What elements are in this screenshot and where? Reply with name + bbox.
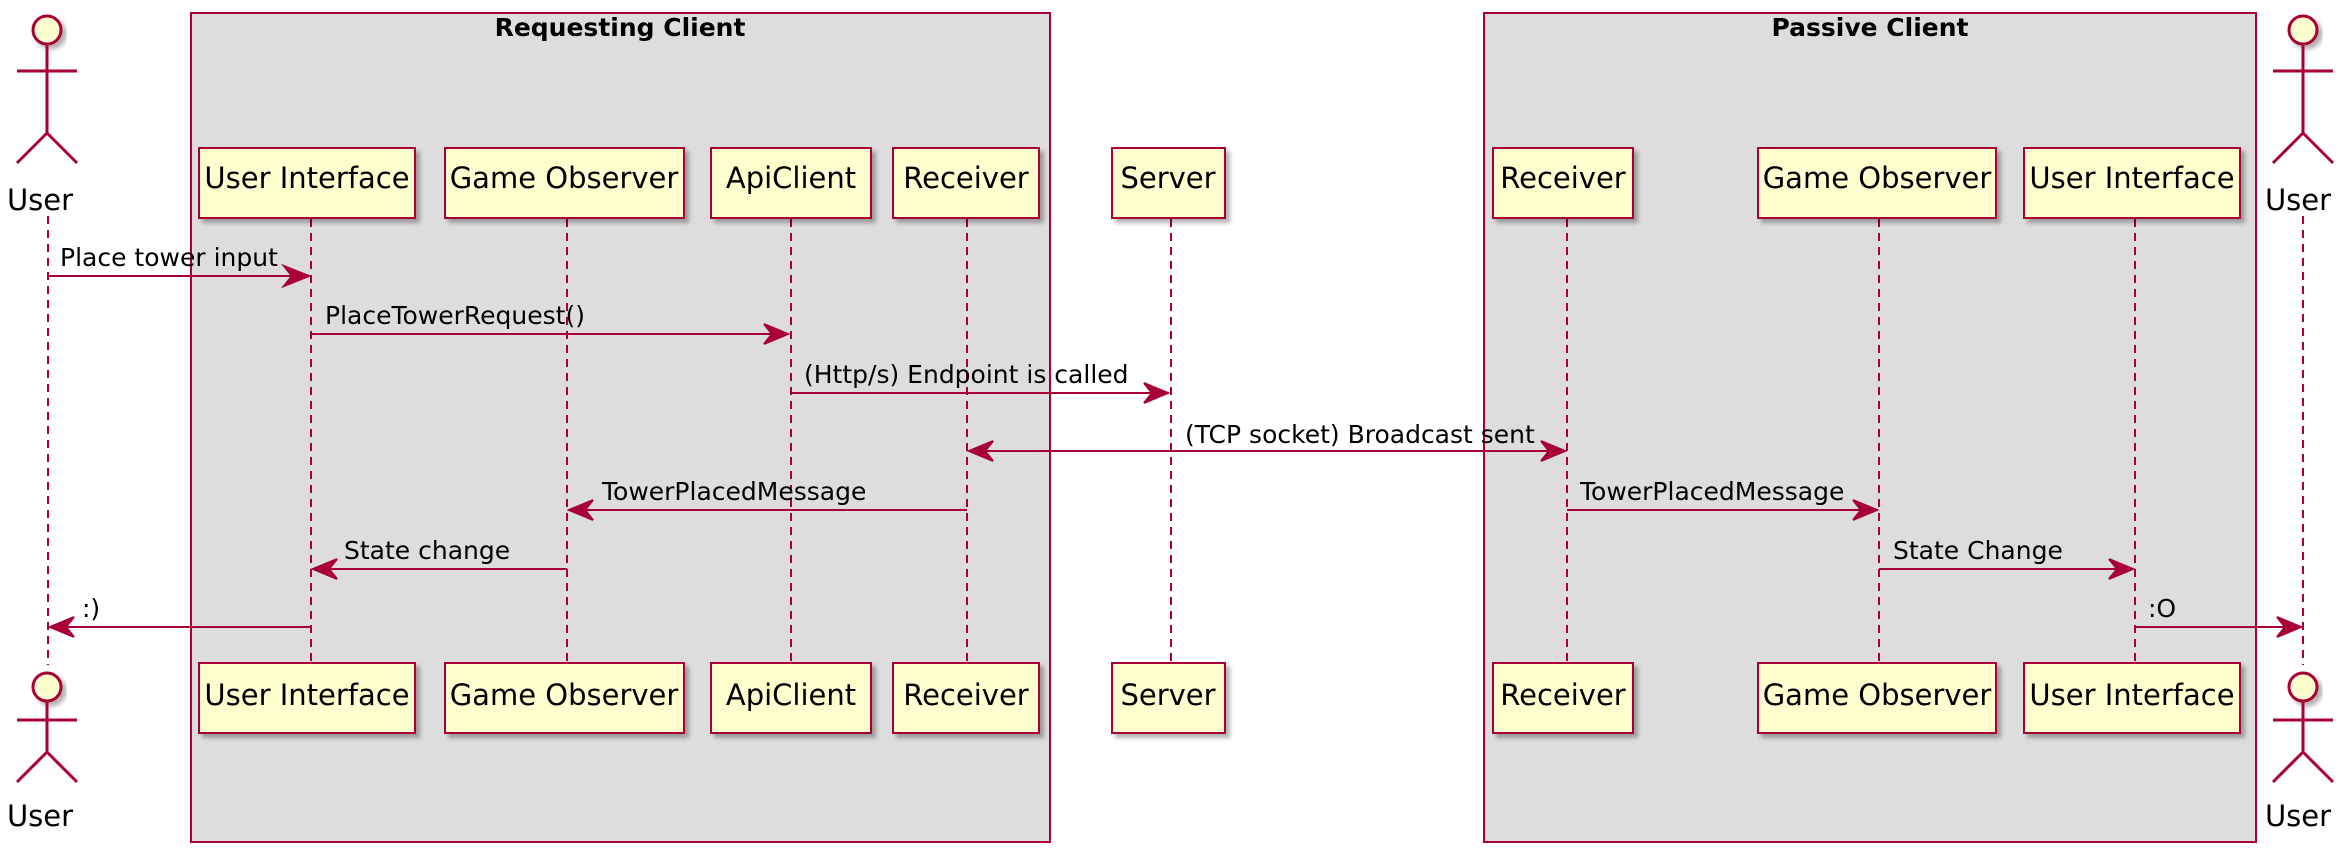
participant-box — [1111, 147, 1226, 219]
actor-label-user-right-bottom: User — [2265, 799, 2331, 833]
participant-label: User Interface — [204, 161, 409, 195]
message-label-5: TowerPlacedMessage — [601, 477, 866, 506]
participant-go-left-bottom: Game Observer — [444, 662, 685, 734]
arrowhead-left-icon — [310, 558, 338, 580]
participant-recv-left-top: Receiver — [892, 147, 1040, 219]
participant-ui-right-bottom: User Interface — [2023, 662, 2241, 734]
actor-label-user-left-top: User — [7, 183, 73, 217]
arrowhead-right-icon — [2108, 558, 2136, 580]
actor-leg-left — [15, 750, 49, 784]
participant-recv-right-bottom: Receiver — [1492, 662, 1634, 734]
box-requesting-title: Requesting Client — [495, 13, 746, 42]
participant-box — [2023, 662, 2241, 734]
actor-user-icon — [2287, 671, 2319, 703]
participant-recv-left-bottom: Receiver — [892, 662, 1040, 734]
message-labels: Place tower input PlaceTowerRequest() (H… — [60, 243, 2176, 623]
participant-label: Server — [1120, 161, 1215, 195]
participant-box — [1757, 147, 1997, 219]
participant-label: Game Observer — [450, 161, 679, 195]
arrowhead-right-icon — [763, 323, 791, 345]
arrowhead-left-icon — [47, 616, 75, 638]
participant-box — [1111, 662, 1226, 734]
actor-user-left-bottom — [15, 671, 79, 784]
box-passive-title: Passive Client — [1772, 13, 1969, 42]
participant-box — [710, 662, 872, 734]
participant-go-right-bottom: Game Observer — [1757, 662, 1997, 734]
message-label-8: State Change — [1893, 536, 2063, 565]
actor-label-user-right-top: User — [2265, 183, 2331, 217]
participant-box — [892, 662, 1040, 734]
participant-api-top: ApiClient — [710, 147, 872, 219]
actor-user-icon — [31, 14, 63, 46]
participant-label: Receiver — [1500, 678, 1626, 712]
participant-ui-right-top: User Interface — [2023, 147, 2241, 219]
participant-label: Receiver — [903, 161, 1029, 195]
actor-leg-right — [2301, 750, 2335, 784]
arrowhead-right-icon — [1540, 440, 1568, 462]
participant-box — [1492, 662, 1634, 734]
actor-user-icon — [31, 671, 63, 703]
participant-box — [710, 147, 872, 219]
arrowhead-right-icon — [280, 263, 312, 289]
participant-box — [1757, 662, 1997, 734]
lifelines — [47, 216, 2304, 665]
message-label-7: State change — [344, 536, 510, 565]
participant-label: Game Observer — [1763, 161, 1992, 195]
arrowhead-right-icon — [2276, 616, 2304, 638]
participant-box — [2023, 147, 2241, 219]
arrowhead-left-icon — [566, 499, 594, 521]
actor-user-right-top — [2271, 14, 2335, 165]
participant-recv-right-top: Receiver — [1492, 147, 1634, 219]
arrowhead-right-icon — [1143, 382, 1171, 404]
actor-leg-right — [45, 750, 79, 784]
actor-leg-right — [2301, 131, 2335, 165]
participant-label: Game Observer — [450, 678, 679, 712]
message-label-9: :) — [82, 594, 100, 623]
actor-user-left-top — [15, 14, 79, 165]
participant-box — [444, 662, 685, 734]
participant-go-right-top: Game Observer — [1757, 147, 1997, 219]
message-label-6: TowerPlacedMessage — [1579, 477, 1844, 506]
participant-api-bottom: ApiClient — [710, 662, 872, 734]
actor-leg-left — [15, 131, 49, 165]
message-label-10: :O — [2148, 594, 2176, 623]
message-label-4: (TCP socket) Broadcast sent — [1185, 420, 1535, 449]
participant-box — [198, 662, 416, 734]
actor-leg-right — [45, 131, 79, 165]
participant-label: User Interface — [204, 678, 409, 712]
arrowhead-right-icon — [1852, 499, 1880, 521]
participant-ui-left-bottom: User Interface — [198, 662, 416, 734]
participant-server-top: Server — [1111, 147, 1226, 219]
participant-label: User Interface — [2029, 161, 2234, 195]
participants-top: User Interface Game Observer ApiClient R… — [198, 147, 2241, 219]
message-label-2: PlaceTowerRequest() — [325, 301, 585, 330]
participant-box — [444, 147, 685, 219]
participant-label: Server — [1120, 678, 1215, 712]
participant-box — [198, 147, 416, 219]
actor-user-icon — [2287, 14, 2319, 46]
participant-box — [892, 147, 1040, 219]
actor-user-right-bottom — [2271, 671, 2335, 784]
participant-label: Receiver — [903, 678, 1029, 712]
actor-leg-left — [2271, 750, 2305, 784]
participant-go-left-top: Game Observer — [444, 147, 685, 219]
actor-leg-left — [2271, 131, 2305, 165]
participants-bottom: User Interface Game Observer ApiClient R… — [198, 662, 2241, 734]
participant-label: User Interface — [2029, 678, 2234, 712]
participant-label: ApiClient — [726, 678, 856, 712]
message-label-1: Place tower input — [60, 243, 278, 272]
participant-label: Receiver — [1500, 161, 1626, 195]
participant-server-bottom: Server — [1111, 662, 1226, 734]
participant-label: ApiClient — [726, 161, 856, 195]
messages — [47, 263, 2304, 638]
participant-box — [1492, 147, 1634, 219]
participant-ui-left-top: User Interface — [198, 147, 416, 219]
participant-label: Game Observer — [1763, 678, 1992, 712]
actor-label-user-left-bottom: User — [7, 799, 73, 833]
message-label-3: (Http/s) Endpoint is called — [804, 360, 1129, 389]
arrowhead-left-icon — [966, 440, 994, 462]
